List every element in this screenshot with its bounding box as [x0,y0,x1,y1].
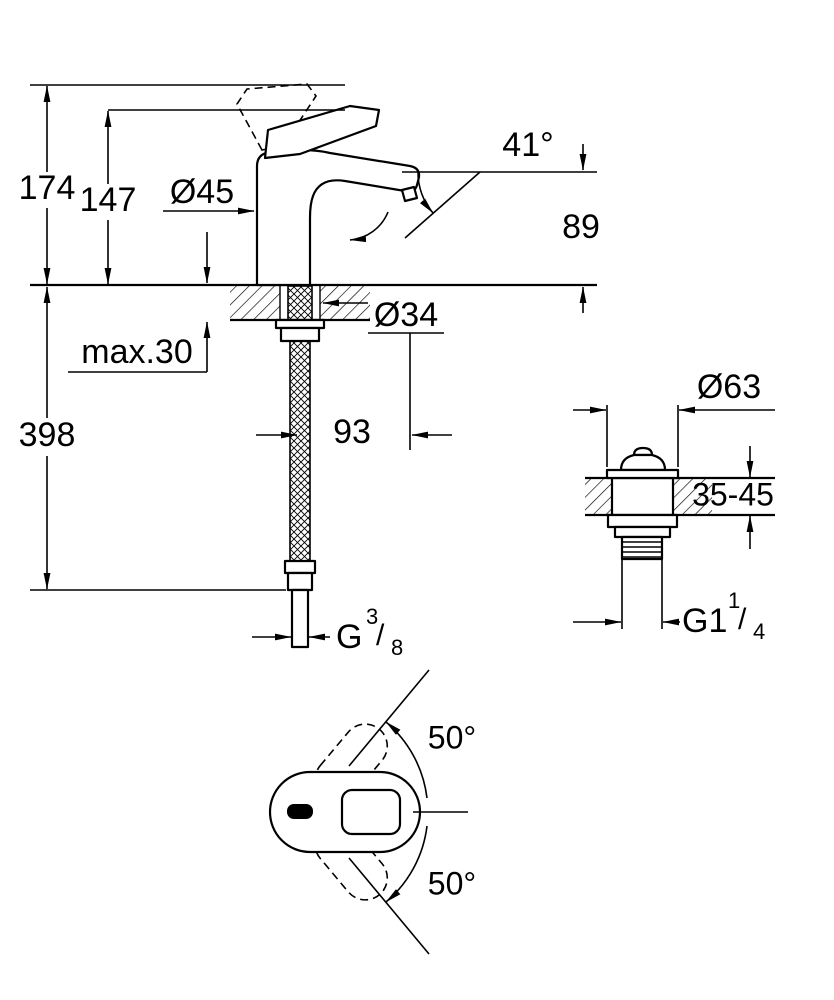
waste-thread-numerator: 1 [728,588,740,613]
hose-fitting-body [286,571,314,592]
swivel-arc-down [385,825,428,903]
dim-spout-reach: 93 [256,333,452,451]
hose-thread-denominator: 8 [391,635,403,660]
dim-spout-reach-label: 93 [333,413,371,451]
mounting-deck [30,283,597,322]
dim-total-depth: 398 [19,286,286,591]
swivel-line-up [348,669,430,767]
hose-end-tube [290,588,310,649]
mounting-nut [279,326,321,343]
lever-top-plate [340,788,402,836]
top-view: 50° 50° [268,669,476,955]
dim-body-diameter: Ø45 [163,173,255,215]
dim-spout-angle: 41° [402,126,597,239]
swivel-arc-up [385,721,428,799]
dim-swivel-up-label: 50° [428,719,476,755]
dim-hole-diameter-label: Ø34 [374,296,438,334]
dim-max-deck-thickness: max.30 [68,232,211,373]
dim-hole-diameter: Ø34 [322,296,444,334]
dim-swivel-down-label: 50° [428,865,476,901]
waste-push-button [632,446,654,457]
waste-deck-hatch-right [674,479,712,514]
dim-max-deck-label: max.30 [81,333,193,371]
dim-deck-range-label: 35-45 [692,476,774,512]
swivel-line-down [348,857,430,955]
waste-fitting [605,446,680,561]
dim-hose-thread: G 3 / 8 [252,604,403,660]
dim-spout-angle-label: 41° [502,126,553,164]
shank-and-hose [274,285,326,649]
waste-view: Ø63 35-45 G1 1 / 4 [573,368,775,644]
flow-direction-arrow [349,211,389,243]
faucet-body [236,83,421,287]
dim-handle-height: 147 [80,110,137,285]
waste-cap-dome [619,453,667,472]
dim-spout-height-label: 89 [562,208,600,246]
dim-flange-diameter-label: Ø63 [697,368,761,406]
logo-badge [287,804,313,819]
hose-thread-slash: / [376,619,385,652]
dim-handle-height-label: 147 [80,181,137,219]
handle-raised-dashed-outline [236,83,317,151]
waste-seal [613,525,672,539]
waste-deck-hatch-left [585,479,611,514]
waste-locknut [606,513,679,529]
waste-tailpiece [620,535,664,561]
waste-thread-slash: / [738,603,747,636]
dim-body-diameter-label: Ø45 [170,173,234,211]
aerator [400,185,419,203]
horseshoe-washer [274,318,326,330]
dim-flange-diameter: Ø63 [573,368,775,467]
lever-handle [263,104,381,160]
waste-thread-prefix: G1 [682,602,727,640]
front-view: 174 147 Ø45 41° 89 [19,83,600,660]
dim-total-height: 174 [19,85,76,285]
waste-flange [605,468,680,480]
dim-deck-range: 35-45 [692,446,774,549]
deck-hatch-left [230,286,280,319]
waste-thread-denominator: 4 [753,619,765,644]
hose-thread-numerator: 3 [366,604,378,629]
dim-total-depth-label: 398 [19,416,76,454]
flexible-hose [289,340,311,562]
dim-total-height-label: 174 [19,169,76,207]
hose-thread-prefix: G [336,618,362,656]
dim-waste-thread: G1 1 / 4 [573,559,765,644]
dim-spout-height: 89 [562,144,600,313]
body-and-spout-outline [255,148,421,287]
hose-fitting-collar [283,559,317,575]
